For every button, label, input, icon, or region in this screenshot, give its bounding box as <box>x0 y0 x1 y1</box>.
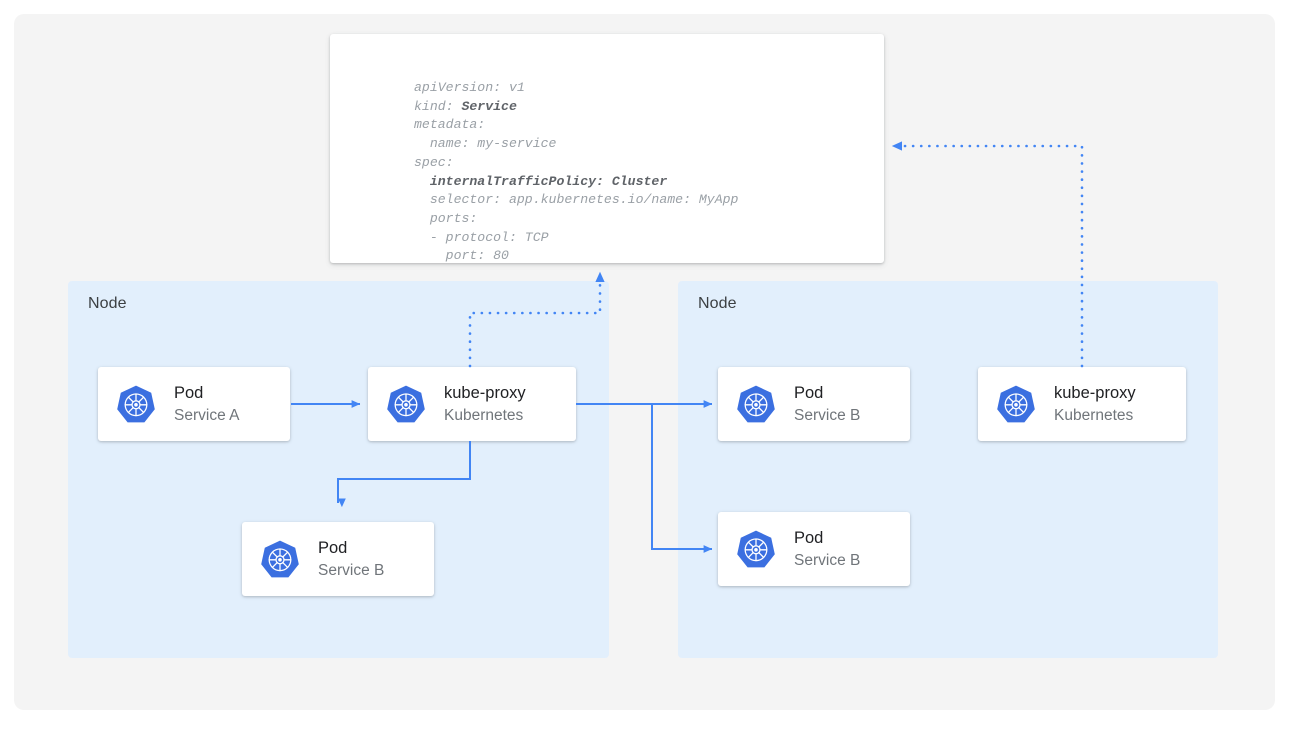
card-pod-service-b-left[interactable]: Pod Service B <box>242 522 434 596</box>
manifest-line-emphasis: Service <box>461 98 517 114</box>
card-subtitle: Service B <box>794 551 861 569</box>
manifest-line: name: my-service <box>414 136 557 152</box>
card-title: Pod <box>318 539 348 557</box>
kubernetes-icon <box>736 529 776 569</box>
manifest-line: port: 80 <box>414 248 509 263</box>
card-title: Pod <box>174 384 204 402</box>
diagram-canvas: Node Node apiVersion: v1 kind: Service met… <box>14 14 1275 710</box>
service-manifest-card: apiVersion: v1 kind: Service metadata: nam… <box>330 34 884 263</box>
card-pod-service-a[interactable]: Pod Service A <box>98 367 290 441</box>
card-text: kube-proxy Kubernetes <box>444 383 526 425</box>
card-subtitle: Service A <box>174 406 240 424</box>
kubernetes-icon <box>116 384 156 424</box>
card-title: kube-proxy <box>444 384 526 402</box>
manifest-line: apiVersion: v1 <box>414 80 525 95</box>
kubernetes-icon <box>996 384 1036 424</box>
node-label: Node <box>698 295 737 312</box>
kubernetes-icon <box>260 539 300 579</box>
card-subtitle: Kubernetes <box>444 406 524 424</box>
manifest-line: internalTrafficPolicy: Cluster <box>414 173 738 192</box>
node-group-right: Node <box>678 281 1218 658</box>
card-subtitle: Service B <box>794 406 861 424</box>
manifest-line: kind: Service <box>414 98 517 114</box>
card-text: Pod Service B <box>794 528 860 570</box>
card-text: Pod Service B <box>318 538 384 580</box>
manifest-line-emphasis: internalTrafficPolicy: Cluster <box>429 173 668 189</box>
card-title: Pod <box>794 384 824 402</box>
card-pod-service-b-top[interactable]: Pod Service B <box>718 367 910 441</box>
card-subtitle: Kubernetes <box>1054 406 1134 424</box>
card-text: Pod Service A <box>174 383 239 425</box>
kubernetes-icon <box>386 384 426 424</box>
manifest-line: ports: <box>414 210 478 226</box>
card-text: kube-proxy Kubernetes <box>1054 383 1136 425</box>
manifest-line: selector: app.kubernetes.io/name: MyApp <box>414 192 739 208</box>
manifest-line: spec: <box>414 154 454 170</box>
card-kube-proxy-left[interactable]: kube-proxy Kubernetes <box>368 367 576 441</box>
card-pod-service-b-bottom[interactable]: Pod Service B <box>718 512 910 586</box>
kubernetes-icon <box>736 384 776 424</box>
card-text: Pod Service B <box>794 383 860 425</box>
manifest-line: - protocol: TCP <box>414 229 549 245</box>
card-title: Pod <box>794 529 824 547</box>
manifest-line: metadata: <box>414 117 486 133</box>
card-title: kube-proxy <box>1054 384 1136 402</box>
node-label: Node <box>88 295 127 312</box>
service-manifest-code: apiVersion: v1 kind: Service metadata: nam… <box>414 79 738 263</box>
card-kube-proxy-right[interactable]: kube-proxy Kubernetes <box>978 367 1186 441</box>
card-subtitle: Service B <box>318 561 385 579</box>
node-group-left: Node <box>68 281 609 658</box>
